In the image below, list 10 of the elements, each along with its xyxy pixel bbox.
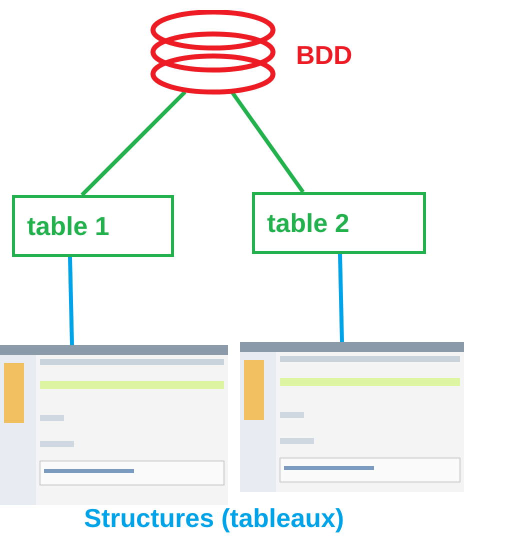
connector-line	[338, 254, 344, 342]
connector-line	[230, 90, 305, 194]
picture	[240, 342, 464, 492]
table-box: table 1	[12, 195, 174, 257]
table-box: table 2	[252, 192, 426, 254]
connector-line	[68, 256, 74, 346]
caption-text: Structures (tableaux)	[84, 503, 344, 534]
picture	[0, 345, 228, 505]
connector-line	[80, 90, 186, 196]
database-label: BDD	[296, 40, 352, 71]
